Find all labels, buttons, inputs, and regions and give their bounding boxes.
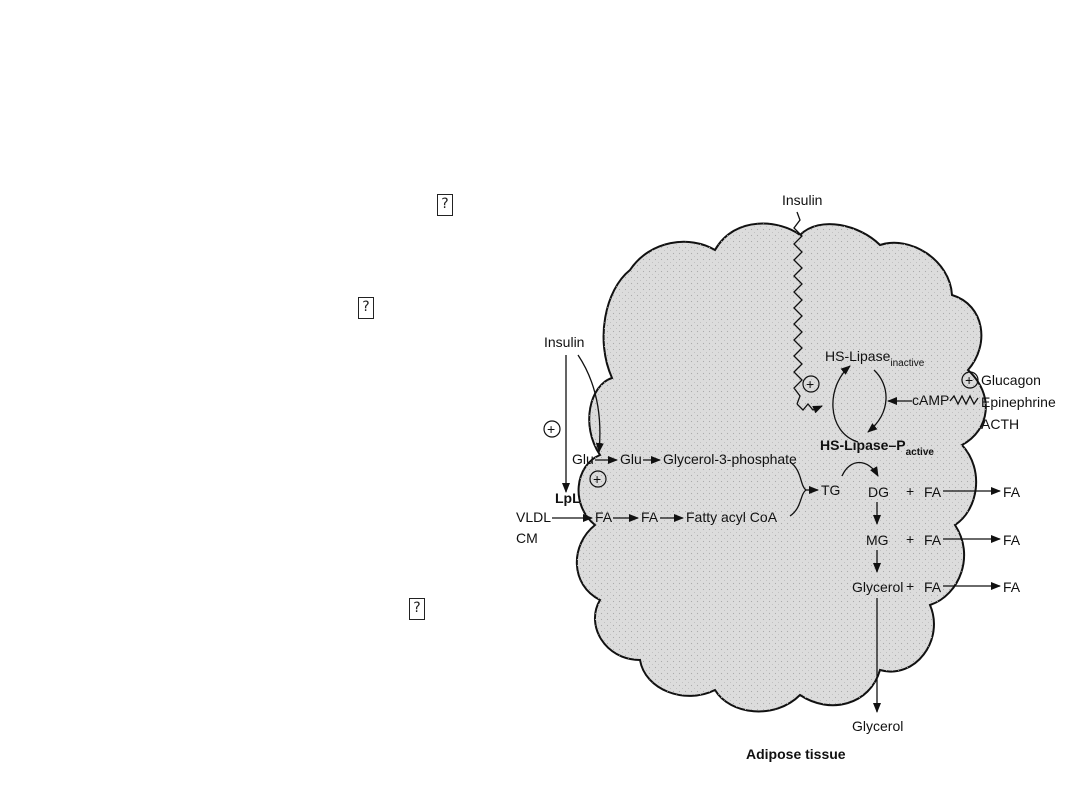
- mg-label: MG: [866, 532, 889, 548]
- glycerol-out-label: Glycerol: [852, 718, 903, 734]
- hormone-plus-sign: +: [965, 372, 973, 388]
- insulin-plus-circle: [802, 375, 820, 393]
- insulin-signal-wavy: [793, 211, 803, 405]
- dg-fa-label: FA: [924, 484, 942, 500]
- mg-fa-label: FA: [924, 532, 942, 548]
- placeholder-glyph-3: ?: [409, 598, 425, 620]
- fa-outside-label: FA: [595, 509, 613, 525]
- glu-outside-label: Glu: [572, 451, 594, 467]
- mg-plus: +: [906, 531, 914, 547]
- epinephrine-label: Epinephrine: [981, 394, 1056, 410]
- cm-label: CM: [516, 530, 538, 546]
- insulin-to-glu-arrow: [577, 354, 604, 453]
- tg-label: TG: [821, 482, 840, 498]
- reactivation-arrow: [832, 365, 859, 443]
- diagram-caption: Adipose tissue: [746, 746, 846, 762]
- glycerol-plus: +: [906, 578, 914, 594]
- lpl-plus-circle: [543, 420, 561, 438]
- hs-lipase-inactive-label: HS-Lipaseinactive: [825, 348, 925, 369]
- dg-fa-out-label: FA: [1003, 484, 1021, 500]
- glucagon-label: Glucagon: [981, 372, 1041, 388]
- glycerol-fa-out-label: FA: [1003, 579, 1021, 595]
- lpl-label: LpL: [555, 490, 581, 506]
- mg-fa-out-label: FA: [1003, 532, 1021, 548]
- activation-arrow: [867, 369, 887, 433]
- camp-label: cAMP: [912, 392, 949, 408]
- fatty-acyl-coa-label: Fatty acyl CoA: [686, 509, 778, 525]
- glycerol-3-phosphate-label: Glycerol-3-phosphate: [663, 451, 797, 467]
- glu-plus-sign: +: [593, 471, 601, 487]
- placeholder-glyph-2: ?: [358, 297, 374, 319]
- acth-label: ACTH: [981, 416, 1019, 432]
- lpl-plus-sign: +: [547, 421, 555, 437]
- hormone-signal-wavy: [949, 394, 979, 406]
- glu-inside-label: Glu: [620, 451, 642, 467]
- glycerol-internal-label: Glycerol: [852, 579, 903, 595]
- insulin-plus-sign: +: [806, 376, 814, 392]
- glu-plus-circle: [589, 470, 607, 488]
- adipose-cell: [575, 222, 987, 713]
- hormone-plus-circle: [961, 371, 979, 389]
- g3p-to-tg-line: [789, 461, 807, 491]
- acyl-coa-to-tg-line: [789, 489, 807, 517]
- glycerol-fa-label: FA: [924, 579, 942, 595]
- fa-inside-label: FA: [641, 509, 659, 525]
- hs-lipase-active-label: HS-Lipase–Pactive: [820, 437, 934, 458]
- insulin-top-label: Insulin: [782, 192, 822, 208]
- insulin-inhibit-arrow: [796, 402, 823, 414]
- dg-label: DG: [868, 484, 889, 500]
- dg-plus: +: [906, 483, 914, 499]
- tg-to-dg-arrow: [841, 461, 879, 477]
- vldl-label: VLDL: [516, 509, 551, 525]
- placeholder-glyph-1: ?: [437, 194, 453, 216]
- insulin-left-label: Insulin: [544, 334, 584, 350]
